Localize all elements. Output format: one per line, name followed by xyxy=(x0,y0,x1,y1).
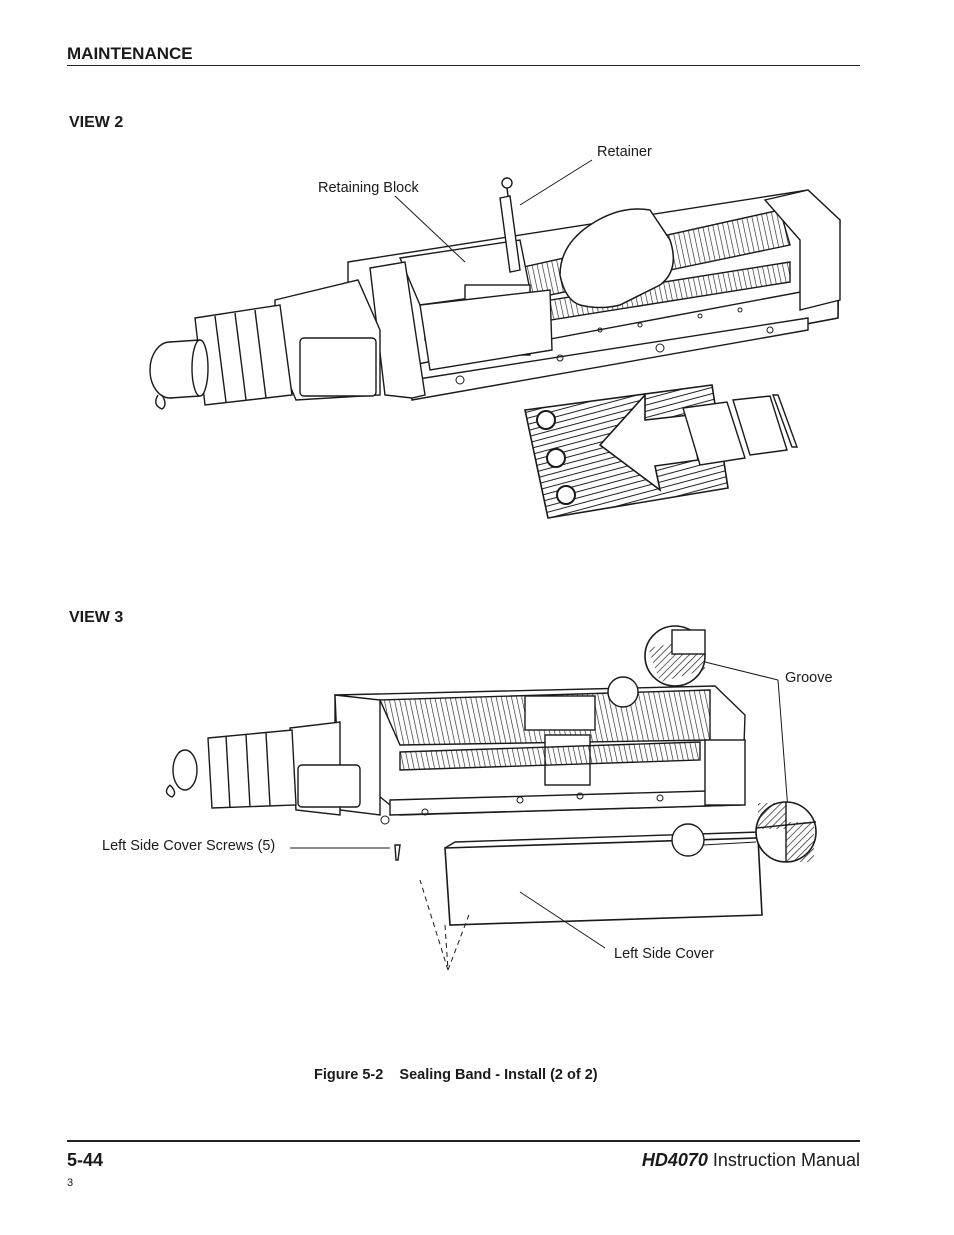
callout-retainer: Retainer xyxy=(597,144,652,160)
manual-title: HD4070 Instruction Manual xyxy=(642,1150,860,1171)
page-number: 5-44 xyxy=(67,1150,104,1170)
callout-groove: Groove xyxy=(785,670,833,686)
model-name: HD4070 xyxy=(641,1150,708,1170)
header-rule xyxy=(67,65,860,66)
view-2-label: VIEW 2 xyxy=(69,114,124,131)
view-2-drawing xyxy=(149,159,841,519)
view-3-drawing xyxy=(165,625,817,971)
revision-number: 3 xyxy=(67,1177,74,1189)
callout-retaining-block: Retaining Block xyxy=(318,180,419,196)
callout-left-side-cover: Left Side Cover xyxy=(614,946,714,962)
footer-rule xyxy=(67,1140,860,1142)
section-title: MAINTENANCE xyxy=(67,44,193,63)
callout-left-side-cover-screws: Left Side Cover Screws (5) xyxy=(102,838,276,854)
figure-caption: Figure 5-2 Sealing Band - Install (2 of … xyxy=(314,1067,598,1083)
view-3-label: VIEW 3 xyxy=(69,609,124,626)
manual-title-text: Instruction Manual xyxy=(707,1150,860,1170)
